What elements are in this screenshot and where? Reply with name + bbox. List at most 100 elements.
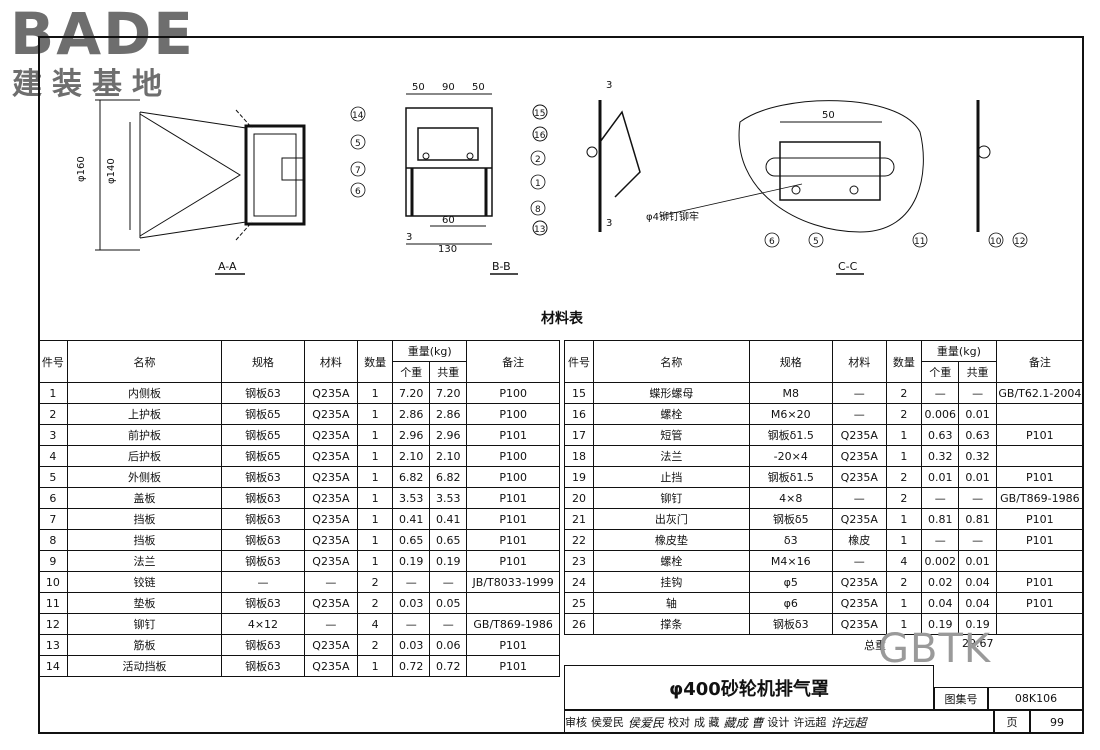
cell-unit: — <box>921 382 960 404</box>
cell-mat: Q235A <box>831 424 887 446</box>
cell-no: 26 <box>563 613 595 635</box>
col-no: 件号 <box>563 340 595 383</box>
cell-unit: 0.19 <box>392 550 431 572</box>
rivet-note: φ4铆钉铆牢 <box>646 210 699 223</box>
cell-name: 挡板 <box>66 508 223 530</box>
cell-no: 3 <box>38 424 68 446</box>
cell-qty: 2 <box>357 634 394 656</box>
cell-qty: 1 <box>885 508 923 530</box>
cell-no: 13 <box>38 634 68 656</box>
cell-no: 15 <box>563 382 595 404</box>
col-weight: 重量(kg) <box>392 340 468 362</box>
cell-qty: 1 <box>357 508 394 530</box>
cell-no: 12 <box>38 613 68 635</box>
cell-no: 1 <box>38 382 68 404</box>
cell-qty: 1 <box>885 424 923 446</box>
cell-name: 垫板 <box>66 592 223 614</box>
cell-mat: Q235A <box>831 508 887 530</box>
cell-spec: δ3 <box>748 529 833 551</box>
cell-note: JB/T8033-1999 <box>466 571 560 593</box>
cell-name: 法兰 <box>593 445 750 467</box>
cell-spec: 钢板δ3 <box>221 466 305 488</box>
callout-14: 14 <box>352 111 364 121</box>
cell-no: 14 <box>38 655 68 677</box>
cell-spec: M4×16 <box>748 550 833 572</box>
cell-name: 出灰门 <box>593 508 750 530</box>
cell-qty: 4 <box>357 613 394 635</box>
cell-name: 法兰 <box>66 550 223 572</box>
cell-note: P101 <box>995 592 1085 614</box>
cell-note: P101 <box>995 424 1085 446</box>
cell-total: 0.04 <box>958 571 997 593</box>
design-label: 设计 <box>767 716 790 729</box>
cell-spec: 钢板δ3 <box>221 634 305 656</box>
check-label: 校对 <box>668 716 691 729</box>
cell-spec: -20×4 <box>748 445 833 467</box>
cell-name: 止挡 <box>593 466 750 488</box>
col-name: 名称 <box>593 340 750 383</box>
section-label-bb: B-B <box>492 260 511 273</box>
section-label-cc: C-C <box>838 260 858 273</box>
cell-qty: 1 <box>357 424 394 446</box>
cell-unit: 0.41 <box>392 508 431 530</box>
cell-name: 螺栓 <box>593 550 750 572</box>
dim-3-bottom: 3 <box>606 218 612 229</box>
cell-no: 23 <box>563 550 595 572</box>
cell-mat: — <box>831 550 887 572</box>
cell-name: 螺栓 <box>593 403 750 425</box>
cell-spec: 钢板δ3 <box>221 487 305 509</box>
callout-11: 11 <box>914 237 925 247</box>
cell-name: 内侧板 <box>66 382 223 404</box>
logo-subtitle: 建装基地 <box>12 67 172 102</box>
cell-total: 0.01 <box>958 466 997 488</box>
cell-name: 活动挡板 <box>66 655 223 677</box>
cell-qty: 1 <box>885 445 923 467</box>
cell-spec: 钢板δ3 <box>221 592 305 614</box>
cell-note <box>995 445 1085 467</box>
callout-10: 10 <box>990 237 1002 247</box>
section-label-aa: A-A <box>218 260 237 273</box>
cell-total: 2.96 <box>429 424 468 446</box>
cell-no: 18 <box>563 445 595 467</box>
cell-unit: 3.53 <box>392 487 431 509</box>
cell-mat: 橡皮 <box>831 529 887 551</box>
table-title: 材料表 <box>541 311 583 327</box>
cell-note: P101 <box>995 508 1085 530</box>
cell-total: 6.82 <box>429 466 468 488</box>
reviewer-name: 侯爱民 <box>591 716 624 729</box>
dim-50-left: 50 <box>412 82 425 93</box>
cell-spec: 钢板δ3 <box>221 508 305 530</box>
cell-qty: 1 <box>357 445 394 467</box>
cell-unit: 0.19 <box>921 613 960 635</box>
cell-total: 0.04 <box>958 592 997 614</box>
cell-note: P101 <box>466 550 560 572</box>
cell-spec: 钢板δ5 <box>748 508 833 530</box>
cell-name: 上护板 <box>66 403 223 425</box>
section-b-b-view: 50 90 50 60 3 130 14 5 7 6 2 1 8 B-B <box>350 82 546 275</box>
callout-16: 16 <box>534 131 546 141</box>
col-note: 备注 <box>995 340 1085 383</box>
cell-total: 0.65 <box>429 529 468 551</box>
col-total-weight: 共重 <box>429 361 468 383</box>
cell-name: 短管 <box>593 424 750 446</box>
total-value: 29.67 <box>962 637 994 650</box>
col-unit-weight: 个重 <box>921 361 960 383</box>
cell-mat: Q235A <box>303 487 359 509</box>
col-qty: 数量 <box>357 340 394 383</box>
cell-spec: 钢板δ3 <box>221 655 305 677</box>
cell-qty: 1 <box>357 382 394 404</box>
cell-unit: 2.86 <box>392 403 431 425</box>
designer-name: 许远超 <box>793 716 827 729</box>
cell-total: — <box>958 487 997 509</box>
cell-total: 0.19 <box>429 550 468 572</box>
cell-note: P101 <box>466 529 560 551</box>
callout-5: 5 <box>355 139 361 149</box>
cell-unit: 0.32 <box>921 445 960 467</box>
cell-note <box>466 592 560 614</box>
